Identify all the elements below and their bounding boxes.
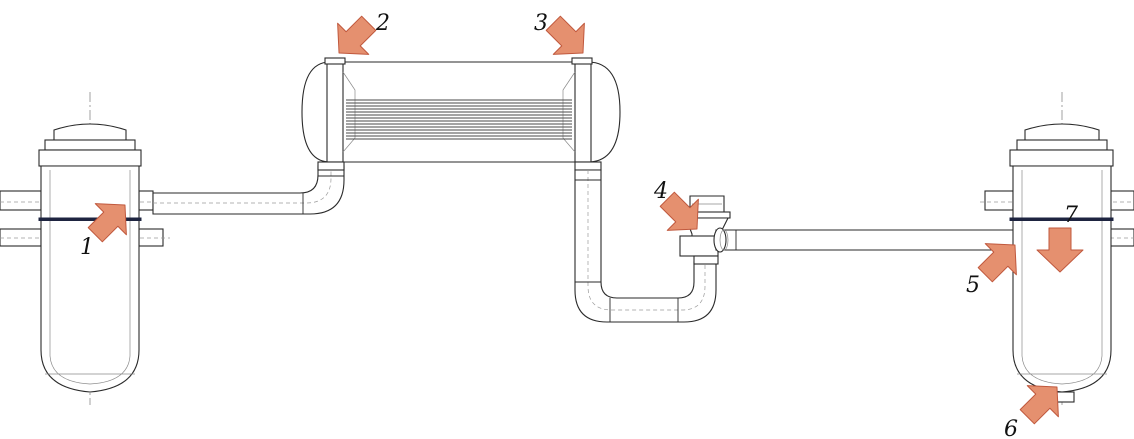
flow-arrow-6-shape: [1019, 385, 1059, 425]
tube-bundle: [346, 99, 572, 140]
flow-arrow-5-shape: [977, 243, 1017, 283]
callout-2: 2: [375, 11, 390, 36]
flow-arrow-1: [87, 203, 127, 243]
flow-arrow-4-shape: [659, 191, 699, 231]
flow-arrows: [87, 15, 1084, 425]
cold-leg-pipe: [713, 227, 1017, 253]
flow-arrow-4: [659, 191, 699, 231]
callout-labels: 1 2 3 4 5 6 7: [80, 11, 1078, 439]
flow-arrow-3-shape: [545, 15, 585, 55]
callout-3: 3: [534, 11, 548, 36]
callout-1: 1: [80, 235, 94, 260]
flow-arrow-2-shape: [337, 15, 377, 55]
flow-arrow-7: [1036, 227, 1084, 273]
hot-leg-pipe: [152, 165, 345, 215]
flow-arrow-2: [337, 15, 377, 55]
heat-exchanger: [301, 57, 621, 171]
callout-6: 6: [1004, 417, 1018, 439]
flow-arrow-5: [977, 243, 1017, 283]
flow-arrow-1-shape: [87, 203, 127, 243]
flow-arrow-3: [545, 15, 585, 55]
right-vessel: [980, 92, 1134, 405]
callout-4: 4: [653, 179, 668, 204]
flow-arrow-6: [1019, 385, 1059, 425]
callout-5: 5: [966, 273, 980, 298]
flow-arrow-7-shape: [1036, 227, 1084, 273]
callout-7: 7: [1064, 203, 1078, 228]
